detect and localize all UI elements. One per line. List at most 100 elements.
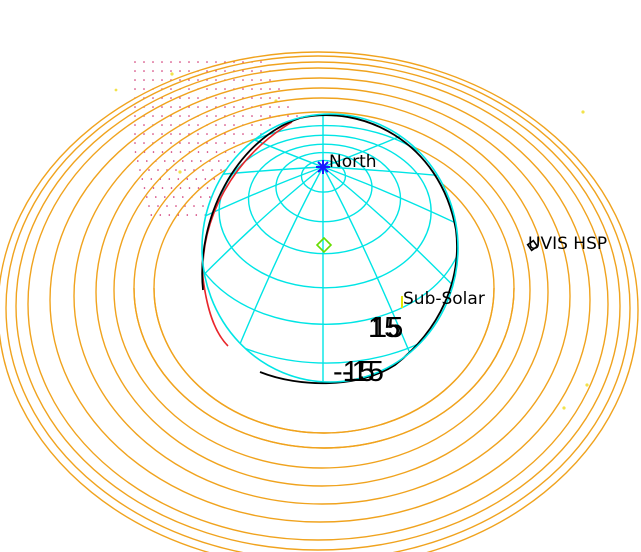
field-dot [143, 70, 145, 72]
ring-ellipse [0, 51, 639, 552]
ring-ellipse [27, 67, 609, 541]
field-dot [233, 115, 235, 117]
field-dot [161, 151, 164, 153]
field-dot [188, 187, 191, 189]
star-dot [585, 383, 589, 387]
field-dot [260, 79, 262, 81]
field-dot [220, 169, 222, 171]
field-dot [143, 124, 145, 126]
field-dot [170, 133, 172, 135]
field-dot [152, 133, 154, 135]
field-dot [233, 124, 235, 126]
field-dot [143, 133, 145, 135]
field-dot [161, 61, 163, 63]
planet-disk [201, 113, 459, 385]
field-dot [260, 88, 262, 90]
field-dot [218, 160, 220, 162]
field-dot [150, 178, 153, 180]
field-dot [224, 70, 226, 72]
field-dot [195, 214, 198, 216]
field-dot [184, 169, 186, 171]
ring-front-arc [153, 287, 495, 434]
field-dot [215, 88, 217, 90]
field-dot [170, 97, 172, 99]
field-dot [175, 205, 177, 207]
field-dot [146, 196, 148, 198]
field-dot [161, 124, 163, 126]
field-dot [170, 124, 172, 126]
field-dot [202, 169, 204, 171]
field-dot [161, 106, 163, 108]
field-dot [161, 70, 163, 72]
field-dot [233, 97, 235, 99]
meridian-line [322, 166, 458, 188]
field-dot [143, 88, 145, 90]
field-dot [278, 106, 280, 108]
field-dot [215, 115, 217, 117]
field-dot [139, 169, 141, 171]
field-dot [233, 79, 235, 81]
field-dot [242, 115, 244, 117]
star-dot [581, 110, 585, 114]
meridian-line [322, 166, 458, 382]
field-dot [296, 115, 298, 117]
field-dot [260, 115, 262, 117]
field-dot [134, 106, 136, 108]
field-dot [179, 151, 182, 153]
field-dot [224, 88, 226, 90]
field-dot [134, 61, 136, 63]
ring-ellipse [73, 87, 571, 505]
ring-ellipse [113, 111, 531, 469]
field-dot [215, 97, 217, 99]
field-dot [206, 115, 208, 117]
field-dot [224, 124, 226, 126]
field-dot [186, 178, 189, 180]
field-dot [134, 151, 137, 153]
field-dot [260, 70, 262, 72]
field-dot [170, 151, 173, 153]
field-dot [182, 160, 184, 162]
field-dot [188, 79, 190, 81]
field-dot [197, 151, 200, 153]
field-dot [188, 97, 190, 99]
field-dot [215, 142, 217, 144]
field-dot [170, 70, 172, 72]
field-dot [269, 115, 271, 117]
field-dot [233, 151, 236, 153]
field-dot [143, 187, 146, 189]
field-dot [206, 88, 208, 90]
field-dot [211, 169, 213, 171]
field-dot [134, 70, 136, 72]
diamond-marker-icon [315, 236, 333, 254]
meridian-line [202, 166, 324, 382]
field-dot [209, 196, 211, 198]
ring-ellipse [15, 61, 621, 551]
field-dot [260, 124, 262, 126]
field-dot [173, 160, 175, 162]
field-dot [152, 61, 154, 63]
field-dot [157, 169, 159, 171]
field-dot [204, 178, 207, 180]
field-dot [195, 178, 198, 180]
field-dot [188, 124, 190, 126]
field-dot [206, 70, 208, 72]
field-dot [168, 214, 171, 216]
field-dot [161, 187, 164, 189]
field-dot [206, 151, 209, 153]
field-dot [224, 106, 226, 108]
field-dot [193, 205, 195, 207]
field-dot [206, 106, 208, 108]
star-dot [170, 72, 174, 76]
meridian-line [322, 166, 458, 288]
latitude-label-upper: 15 [368, 312, 400, 344]
field-dot [269, 106, 271, 108]
field-dot [179, 79, 181, 81]
field-dot [134, 88, 136, 90]
field-dot [242, 106, 244, 108]
field-dot [146, 160, 148, 162]
field-dot [175, 169, 177, 171]
field-dot [251, 124, 253, 126]
field-dot [206, 187, 209, 189]
field-dot [134, 124, 136, 126]
field-dot [161, 133, 163, 135]
